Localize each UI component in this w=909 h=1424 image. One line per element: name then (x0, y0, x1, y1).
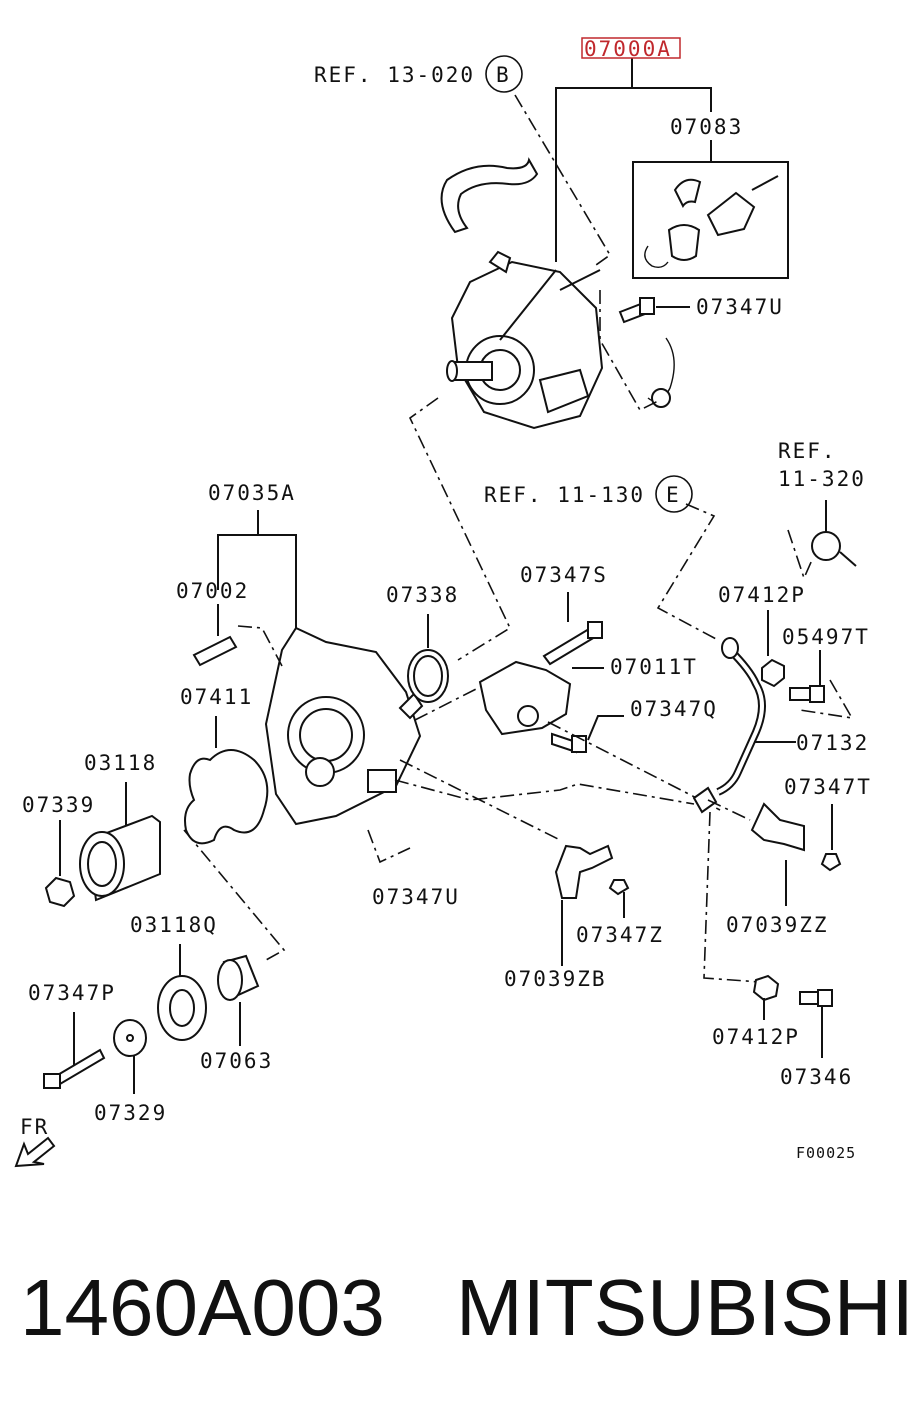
label-05497t: 05497T (782, 625, 870, 649)
nut-07412p-top (761, 610, 785, 688)
kit-07083-parts (644, 175, 779, 269)
bolt-07347p (43, 1012, 106, 1089)
fr-arrow (14, 1136, 56, 1168)
label-ref-11-320-b: 11-320 (778, 467, 866, 491)
bolt-05497t (789, 650, 854, 720)
label-07412p-bottom: 07412P (712, 1025, 800, 1049)
brand-name: MITSUBISHI (456, 1263, 909, 1352)
label-07063: 07063 (200, 1049, 273, 1073)
label-07347p: 07347P (28, 981, 116, 1005)
gasket-07411 (183, 716, 286, 961)
label-07000a: 07000A (584, 37, 672, 61)
gear-03118q (157, 944, 207, 1041)
gear-03118 (79, 782, 161, 902)
sensor-ref-11-320 (787, 500, 857, 581)
injection-pump-assembly (408, 58, 789, 661)
bolt-07346 (799, 989, 833, 1058)
nut-07339 (44, 820, 76, 908)
pipe-07132 (692, 637, 796, 814)
label-07339: 07339 (22, 793, 95, 817)
label-07347u-bottom: 07347U (372, 885, 460, 909)
label-ref-13-020: REF. 13-020 (314, 63, 475, 87)
bracket-07039zz (750, 802, 805, 906)
label-07346: 07346 (780, 1065, 853, 1089)
label-ref-11-130: REF. 11-130 (484, 483, 645, 507)
label-ref-11-320-a: REF. (778, 439, 837, 463)
label-07338: 07338 (386, 583, 459, 607)
bracket-07011t (478, 660, 604, 736)
label-07411: 07411 (180, 685, 253, 709)
label-03118: 03118 (84, 751, 157, 775)
label-07347q: 07347Q (630, 697, 718, 721)
label-07011t: 07011T (610, 655, 698, 679)
bolt-07347s (542, 592, 603, 666)
bolt-07347t (820, 804, 842, 872)
label-07002: 07002 (176, 579, 249, 603)
ref-circle-e: E (666, 483, 681, 507)
label-07035a: 07035A (208, 481, 296, 505)
label-03118q: 03118Q (130, 913, 218, 937)
label-07329: 07329 (94, 1101, 167, 1125)
label-07039zb: 07039ZB (504, 967, 607, 991)
main-part-highlight (581, 37, 681, 59)
pump-body (446, 250, 604, 430)
bracket-07039zb (554, 844, 614, 966)
footer: 1460A003 MITSUBISHI (0, 1262, 909, 1382)
pin-07002 (192, 604, 238, 667)
label-07039zz: 07039ZZ (726, 913, 829, 937)
label-fr: FR (20, 1115, 49, 1139)
label-07083: 07083 (670, 115, 743, 139)
exploded-parts-diagram: 07000A REF. 13-020 B 07083 07347U REF. 1… (14, 37, 872, 1168)
ref-circle-b: B (496, 63, 511, 87)
label-07347t: 07347T (784, 775, 872, 799)
label-07347u-top: 07347U (696, 295, 784, 319)
label-07347s: 07347S (520, 563, 608, 587)
label-07132: 07132 (796, 731, 869, 755)
label-07347z: 07347Z (576, 923, 664, 947)
bolt-07347u-top (618, 297, 690, 324)
bushing-07063 (217, 954, 260, 1046)
washer-07329 (113, 1019, 147, 1094)
label-figure-code: F00025 (796, 1144, 856, 1162)
bolt-07347q (551, 715, 624, 754)
pump-housing-assembly (192, 510, 695, 864)
part-number: 1460A003 (20, 1263, 385, 1352)
kit-box-07083 (632, 161, 789, 279)
label-07412p-top: 07412P (718, 583, 806, 607)
nut-07412p-bottom (752, 974, 780, 1020)
bolt-07347z (608, 879, 630, 918)
